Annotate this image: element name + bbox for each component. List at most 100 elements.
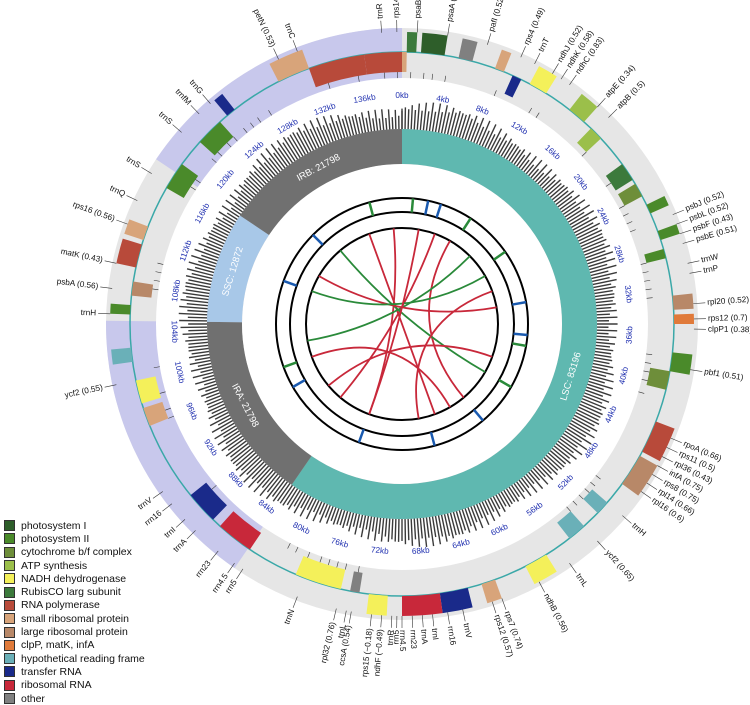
gc-bar [594, 330, 617, 331]
legend-swatch [4, 613, 15, 624]
legend-swatch [4, 587, 15, 598]
gene-block-outer [674, 314, 694, 324]
gene-label: pafI (0.52) [487, 0, 507, 33]
gc-bar [594, 317, 618, 318]
legend-swatch [4, 693, 15, 704]
legend-swatch [4, 573, 15, 584]
legend-label: RubisCO larg subunit [21, 586, 121, 598]
gc-bar [188, 317, 210, 318]
gene-label: psaB (−0.17) [413, 0, 424, 19]
legend-item: clpP, matK, infA [4, 639, 145, 652]
legend-item: RNA polymerase [4, 599, 145, 612]
legend-item: ATP synthesis [4, 559, 145, 572]
tick-label: 104kb [170, 320, 180, 343]
gene-label: trnI [430, 628, 440, 641]
gene-block-outer [670, 352, 693, 374]
legend-label: hypothetical reading frame [21, 653, 145, 665]
gene-label: matK (0.43) [60, 247, 104, 265]
legend-swatch [4, 520, 15, 531]
legend-swatch [4, 640, 15, 651]
gene-label: pbf1 (0.51) [704, 367, 745, 382]
tick-label: 72kb [371, 545, 390, 556]
repeat-tick [514, 334, 528, 335]
legend-label: transfer RNA [21, 666, 82, 678]
gene-label: trnN [282, 608, 296, 626]
gene-label: rps16 (0.56) [72, 200, 117, 224]
gene-label: trnP [703, 263, 720, 275]
legend-item: NADH dehydrogenase [4, 572, 145, 585]
gene-label: trnV [462, 622, 474, 639]
gene-label: petN (0.53) [252, 7, 278, 48]
gene-block-outer [110, 304, 130, 315]
legend-label: cytochrome b/f complex [21, 546, 132, 558]
legend-label: small ribosomal protein [21, 613, 129, 625]
gene-label: trnH [630, 521, 648, 538]
legend-label: large ribosomal protein [21, 626, 128, 638]
legend-item: cytochrome b/f complex [4, 546, 145, 559]
gene-label: trnR [386, 630, 396, 646]
gene-label: trnV [136, 495, 154, 511]
legend-swatch [4, 627, 15, 638]
gene-label: trnL [574, 572, 590, 589]
legend-item: photosystem I [4, 519, 145, 532]
legend-item: transfer RNA [4, 665, 145, 678]
gene-label: ndhB (0.56) [542, 592, 570, 634]
gene-label: rpl20 (0.52) [707, 295, 750, 307]
legend-swatch [4, 547, 15, 558]
gene-label: trnQ [108, 184, 126, 199]
legend-item: small ribosomal protein [4, 612, 145, 625]
legend-item: large ribosomal protein [4, 625, 145, 638]
legend-item: ribosomal RNA [4, 679, 145, 692]
gene-label: ycf2 (0.65) [604, 548, 637, 583]
legend-swatch [4, 680, 15, 691]
gene-label: rrn23 [194, 558, 213, 579]
legend-item: other [4, 692, 145, 705]
gene-block-outer [407, 32, 418, 52]
gene-label: rrn16 [446, 625, 458, 646]
gene-block-inner [364, 52, 402, 74]
gene-block-outer [402, 593, 443, 616]
gene-label: trnA [172, 537, 189, 554]
legend-label: other [21, 693, 45, 705]
legend-swatch [4, 533, 15, 544]
legend-label: photosystem II [21, 533, 89, 545]
gene-label: ndhF (−0.49) [373, 629, 385, 677]
gene-label: clpP1 (0.38) [708, 325, 750, 335]
gc-bar [188, 330, 210, 331]
legend-label: ribosomal RNA [21, 679, 92, 691]
gene-label: trnS [125, 155, 143, 171]
gene-label: trnfM [173, 87, 193, 107]
gene-label: trnI [163, 525, 178, 540]
legend-label: NADH dehydrogenase [21, 573, 126, 585]
legend-swatch [4, 666, 15, 677]
legend-item: hypothetical reading frame [4, 652, 145, 665]
repeat-tick [412, 198, 413, 212]
gene-block-outer [111, 348, 133, 365]
tick-label: 0kb [395, 91, 409, 100]
gc-bar [408, 516, 409, 540]
gene-label: rps14 (0.59) [391, 0, 401, 18]
gene-label: rpl32 (0.76) [319, 621, 337, 664]
gene-block-outer [673, 293, 694, 309]
gene-label: trnR [375, 3, 385, 19]
gene-label: trnW [700, 252, 719, 264]
gene-label: trnG [188, 78, 205, 96]
gene-block-outer [366, 594, 387, 616]
gene-label: rrn16 [143, 508, 164, 527]
legend-swatch [4, 560, 15, 571]
gene-label: trnT [537, 36, 552, 53]
gene-label: trnS [157, 110, 175, 127]
gene-label: trnC [283, 22, 297, 40]
legend-swatch [4, 600, 15, 611]
legend-label: clpP, matK, infA [21, 639, 94, 651]
gene-block-outer [421, 33, 448, 56]
gene-label: trnH [81, 308, 97, 318]
gene-label: psbA (0.56) [56, 277, 99, 291]
gene-block-inner [402, 52, 407, 72]
gene-label: trnA [419, 629, 429, 645]
tick-label: 68kb [412, 546, 431, 556]
gc-bar [395, 110, 396, 132]
legend-item: RubisCO larg subunit [4, 585, 145, 598]
legend-label: RNA polymerase [21, 599, 100, 611]
